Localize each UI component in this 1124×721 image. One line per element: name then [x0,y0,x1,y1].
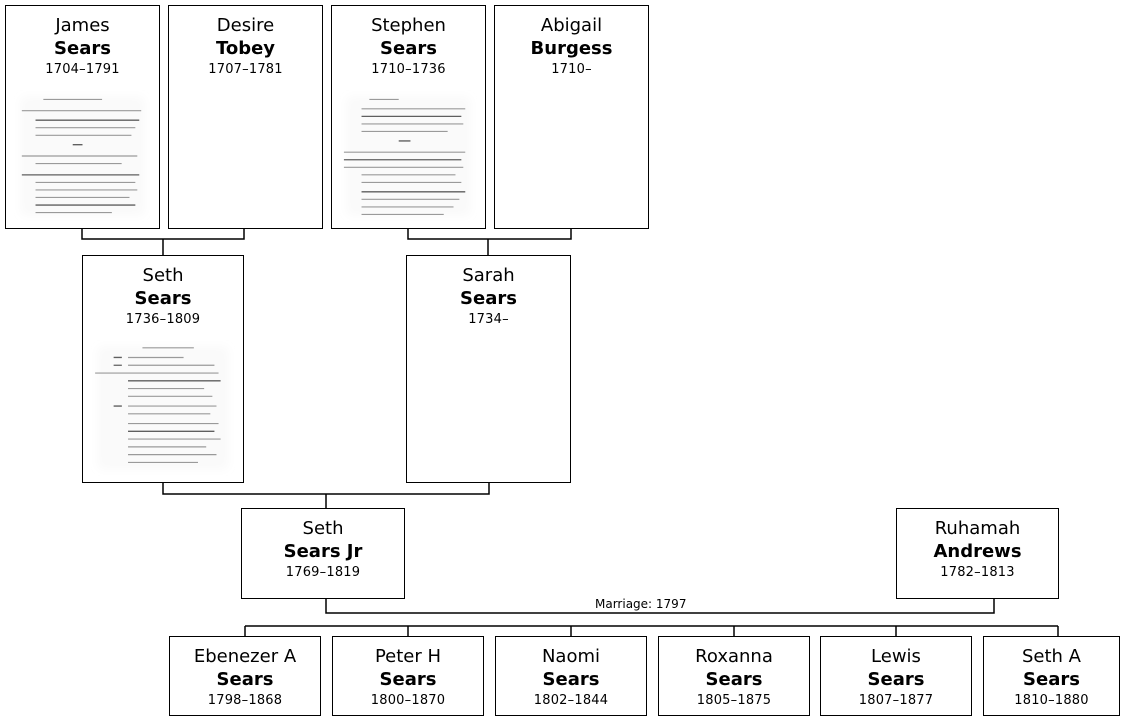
surname: Tobey [215,38,276,59]
person-card-seth-sears-jr[interactable]: Seth Sears Jr 1769–1819 [241,508,405,599]
life-dates: 1710–1736 [371,62,446,77]
surname: Sears [867,669,925,690]
given-name: Peter H [374,646,442,667]
life-dates: 1734– [468,312,509,327]
life-dates: 1769–1819 [285,565,361,580]
person-card-abigail-burgess[interactable]: Abigail Burgess 1710– [494,5,649,229]
life-dates: 1798–1868 [207,693,283,708]
person-card-roxanna-sears[interactable]: Roxanna Sears 1805–1875 [658,636,810,716]
person-card-desire-tobey[interactable]: Desire Tobey 1707–1781 [168,5,323,229]
life-dates: 1782–1813 [940,565,1015,580]
surname: Sears [379,669,437,690]
life-dates: 1800–1870 [370,693,446,708]
surname: Sears [134,288,192,309]
life-dates: 1736–1809 [125,312,201,327]
parents-connector-james-desire [81,229,245,255]
surname: Andrews [933,541,1022,562]
given-name: Naomi [541,646,601,667]
life-dates: 1704–1791 [45,62,120,77]
surname: Sears [216,669,274,690]
marriage-connector [325,599,995,614]
life-dates: 1710– [551,62,592,77]
person-card-lewis-sears[interactable]: Lewis Sears 1807–1877 [820,636,972,716]
life-dates: 1807–1877 [858,693,934,708]
life-dates: 1805–1875 [696,693,772,708]
given-name: Sarah [462,265,515,286]
given-name: Seth [302,518,344,539]
surname: Sears Jr [283,541,363,562]
life-dates: 1802–1844 [533,693,609,708]
person-card-seth-a-sears[interactable]: Seth A Sears 1810–1880 [983,636,1120,716]
given-name: James [55,15,110,36]
person-card-stephen-sears[interactable]: Stephen Sears 1710–1736 [331,5,486,229]
marriage-label: Marriage: 1797 [593,597,689,611]
given-name: Desire [216,15,275,36]
document-thumbnail[interactable] [340,90,477,222]
given-name: Lewis [871,646,921,667]
person-card-ruhamah-andrews[interactable]: Ruhamah Andrews 1782–1813 [896,508,1059,599]
surname: Sears [1023,669,1080,690]
given-name: Seth [142,265,184,286]
surname: Sears [54,38,111,59]
person-card-peter-h-sears[interactable]: Peter H Sears 1800–1870 [332,636,484,716]
document-thumbnail[interactable] [14,90,151,222]
person-card-sarah-sears[interactable]: Sarah Sears 1734– [406,255,571,483]
document-thumbnail[interactable] [91,340,235,476]
life-dates: 1707–1781 [208,62,283,77]
person-card-seth-sears[interactable]: Seth Sears 1736–1809 [82,255,244,483]
person-card-james-sears[interactable]: James Sears 1704–1791 [5,5,160,229]
given-name: Ebenezer A [193,646,297,667]
given-name: Roxanna [695,646,773,667]
given-name: Abigail [540,15,603,36]
given-name: Ruhamah [934,518,1021,539]
given-name: Stephen [371,15,446,36]
surname: Sears [460,288,517,309]
surname: Sears [542,669,600,690]
surname: Burgess [530,38,613,59]
children-connector [244,625,1059,636]
parents-connector-seth-sarah [162,483,490,508]
surname: Sears [705,669,763,690]
person-card-naomi-sears[interactable]: Naomi Sears 1802–1844 [495,636,647,716]
person-card-ebenezer-a-sears[interactable]: Ebenezer A Sears 1798–1868 [169,636,321,716]
surname: Sears [380,38,437,59]
life-dates: 1810–1880 [1014,693,1089,708]
parents-connector-stephen-abigail [407,229,572,255]
given-name: Seth A [1021,646,1081,667]
